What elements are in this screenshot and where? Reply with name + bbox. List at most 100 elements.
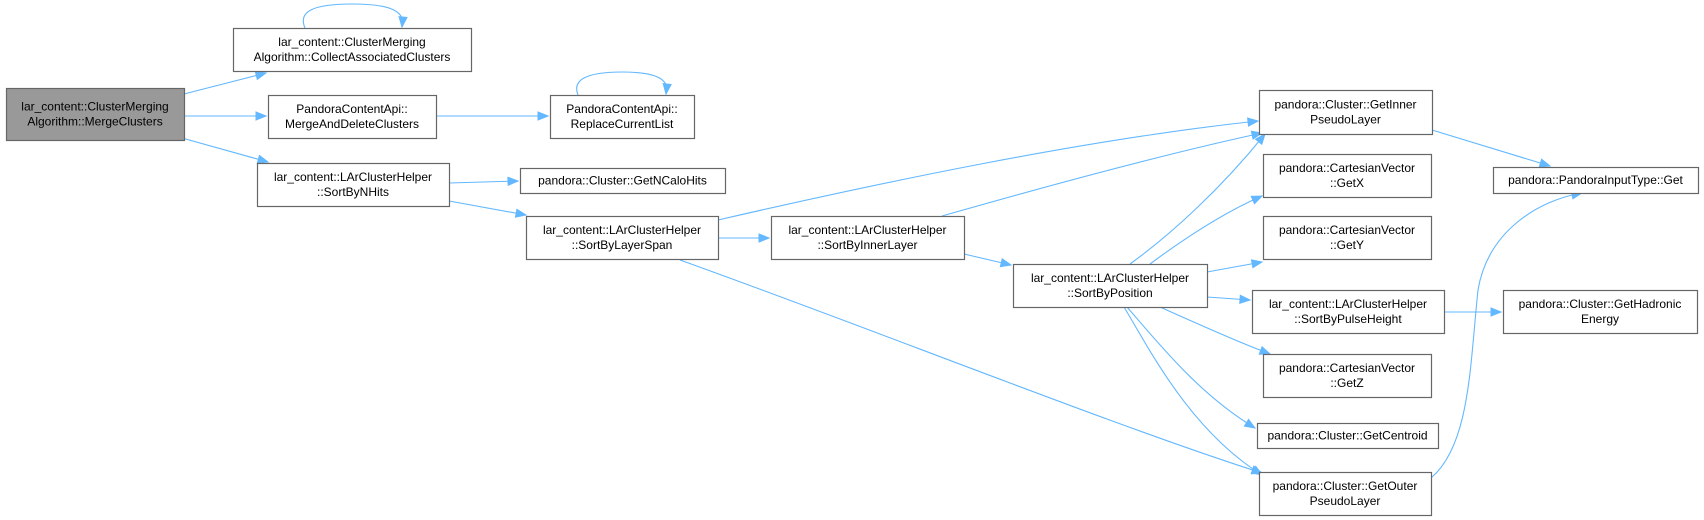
- edge-merge-clusters-to-collect-associated: [179, 71, 268, 96]
- edge-line: [302, 3, 404, 29]
- node-label: ::SortByInnerLayer: [817, 238, 917, 252]
- node-label: lar_content::ClusterMerging: [278, 35, 425, 49]
- edge-sort-by-nhits-to-sort-by-layer-span: [448, 200, 528, 218]
- node-sort-by-position[interactable]: lar_content::LArClusterHelper::SortByPos…: [1012, 263, 1209, 309]
- arrowhead: [256, 154, 270, 164]
- node-box: [1012, 263, 1209, 309]
- arrowhead: [1247, 117, 1260, 127]
- node-label: PseudoLayer: [1310, 113, 1381, 127]
- node-label: MergeAndDeleteClusters: [285, 117, 419, 131]
- edge-sort-by-pulse-height-to-get-hadronic-energy: [1444, 307, 1503, 317]
- node-label: pandora::Cluster::GetInner: [1274, 98, 1416, 112]
- arrowhead: [1239, 294, 1252, 304]
- node-get-y[interactable]: pandora::CartesianVector::GetY: [1262, 215, 1433, 261]
- node-label: lar_content::LArClusterHelper: [543, 223, 701, 237]
- node-label: ::SortByNHits: [317, 185, 389, 199]
- node-box: [5, 87, 186, 142]
- node-pandora-input-type-get[interactable]: pandora::PandoraInputType::Get: [1492, 166, 1700, 195]
- edges-layer: [179, 3, 1584, 479]
- node-box: [525, 215, 720, 261]
- node-label: pandora::Cluster::GetNCaloHits: [538, 174, 707, 188]
- edge-line: [1149, 195, 1263, 265]
- edge-sort-by-layer-span-to-sort-by-inner-layer: [718, 233, 771, 243]
- node-box: [549, 94, 696, 140]
- node-box: [267, 94, 438, 140]
- edge-line: [181, 137, 269, 163]
- node-label: PandoraContentApi::: [296, 102, 407, 116]
- node-label: lar_content::LArClusterHelper: [1269, 297, 1427, 311]
- edge-sort-by-nhits-to-get-ncalohits: [448, 176, 520, 187]
- node-collect-associated[interactable]: lar_content::ClusterMergingAlgorithm::Co…: [232, 27, 473, 73]
- node-label: lar_content::ClusterMerging: [21, 100, 168, 114]
- node-box: [519, 167, 727, 195]
- node-box: [1262, 153, 1433, 199]
- arrowhead: [1243, 418, 1257, 429]
- node-sort-by-layer-span[interactable]: lar_content::LArClusterHelper::SortByLay…: [525, 215, 720, 261]
- arrowhead: [1254, 132, 1266, 146]
- edge-sort-by-inner-layer-to-sort-by-position: [963, 253, 1013, 268]
- edge-collect-associated-to-collect-associated: [302, 3, 408, 29]
- node-sort-by-nhits[interactable]: lar_content::LArClusterHelper::SortByNHi…: [256, 162, 451, 208]
- edge-line: [448, 180, 519, 184]
- arrowhead: [514, 208, 528, 218]
- node-sort-by-pulse-height[interactable]: lar_content::LArClusterHelper::SortByPul…: [1251, 289, 1446, 335]
- node-box: [1502, 289, 1699, 335]
- edge-line: [448, 200, 527, 216]
- edge-line: [1159, 306, 1271, 355]
- edge-line: [941, 132, 1263, 217]
- arrowhead: [1490, 307, 1503, 317]
- edge-line: [1431, 129, 1551, 167]
- arrowhead: [398, 16, 408, 29]
- edge-line: [717, 120, 1259, 221]
- node-merge-and-delete[interactable]: PandoraContentApi::MergeAndDeleteCluster…: [267, 94, 438, 140]
- edge-sort-by-layer-span-to-get-inner-pseudo-layer: [717, 117, 1260, 221]
- node-merge-clusters[interactable]: lar_content::ClusterMergingAlgorithm::Me…: [5, 87, 186, 142]
- edge-line: [1430, 192, 1583, 479]
- edge-merge-clusters-to-merge-and-delete: [184, 111, 268, 121]
- edge-merge-clusters-to-sort-by-nhits: [181, 137, 270, 164]
- node-label: lar_content::LArClusterHelper: [788, 223, 946, 237]
- arrowhead: [999, 257, 1013, 268]
- arrowhead: [254, 71, 268, 81]
- node-label: Algorithm::CollectAssociatedClusters: [254, 50, 451, 64]
- node-label: pandora::CartesianVector: [1279, 223, 1415, 237]
- node-label: Algorithm::MergeClusters: [27, 115, 162, 129]
- edge-sort-by-inner-layer-to-get-inner-pseudo-layer: [941, 130, 1264, 217]
- node-label: ::GetY: [1330, 238, 1364, 252]
- arrowhead: [1538, 158, 1552, 168]
- node-box: [1258, 89, 1434, 136]
- node-label: Energy: [1581, 312, 1619, 326]
- edge-line: [679, 259, 1263, 474]
- node-label: PseudoLayer: [1310, 494, 1381, 508]
- node-box: [1251, 289, 1446, 335]
- node-label: ::GetX: [1330, 176, 1364, 190]
- node-box: [1492, 166, 1700, 195]
- node-replace-current-list[interactable]: PandoraContentApi::ReplaceCurrentList: [549, 94, 696, 140]
- node-label: lar_content::LArClusterHelper: [1031, 271, 1189, 285]
- node-label: ReplaceCurrentList: [571, 117, 674, 131]
- node-label: ::GetZ: [1330, 376, 1363, 390]
- node-get-ncalohits[interactable]: pandora::Cluster::GetNCaloHits: [519, 167, 727, 195]
- edge-sort-by-position-to-get-x: [1149, 195, 1264, 265]
- node-label: pandora::CartesianVector: [1279, 161, 1415, 175]
- arrowhead: [1250, 195, 1264, 205]
- node-get-z[interactable]: pandora::CartesianVector::GetZ: [1262, 353, 1433, 399]
- edge-sort-by-position-to-get-inner-pseudo-layer: [1129, 132, 1266, 265]
- arrowhead: [662, 83, 672, 96]
- node-label: pandora::CartesianVector: [1279, 361, 1415, 375]
- node-box: [256, 162, 451, 208]
- arrowhead: [1250, 259, 1264, 269]
- edge-line: [1129, 133, 1266, 265]
- node-sort-by-inner-layer[interactable]: lar_content::LArClusterHelper::SortByInn…: [770, 215, 966, 261]
- edge-sort-by-position-to-get-z: [1159, 306, 1272, 355]
- node-get-x[interactable]: pandora::CartesianVector::GetX: [1262, 153, 1433, 199]
- edge-line: [179, 72, 267, 96]
- node-label: ::SortByPosition: [1067, 286, 1152, 300]
- edge-line: [1123, 306, 1263, 476]
- node-label: lar_content::LArClusterHelper: [274, 170, 432, 184]
- node-get-centroid[interactable]: pandora::Cluster::GetCentroid: [1256, 422, 1440, 450]
